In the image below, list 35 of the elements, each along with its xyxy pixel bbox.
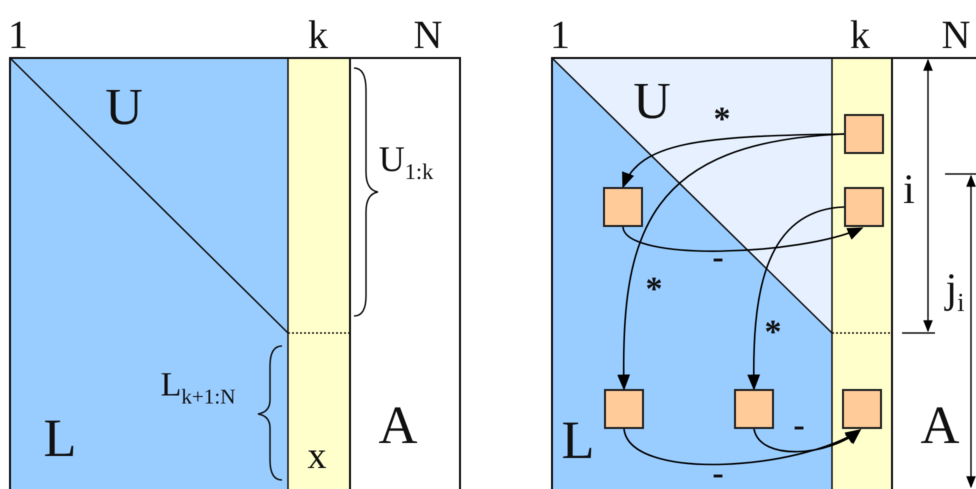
square-node [844,187,884,227]
edge-label: * [764,316,782,350]
matrix-label: k [308,15,328,55]
square-node [604,389,644,429]
matrix-label: L [562,413,594,467]
matrix-label: L [44,411,76,465]
arrow [618,133,844,391]
square-node [844,114,884,154]
arrow [623,428,862,466]
matrix-label: k [850,15,870,55]
arrow [622,226,864,252]
square-node [603,187,643,227]
matrix-label: U [105,82,143,134]
edge-label: - [793,409,805,443]
matrix-label: 1 [550,15,570,55]
square-node [842,389,882,429]
edge-label: * [714,103,730,137]
matrix-label: i [903,169,915,211]
matrix-label: N [942,15,970,55]
edge-label: * [646,273,662,307]
matrix-label: x [308,437,326,475]
edge-label: - [712,457,724,489]
matrix-label: A [378,398,418,452]
arrow [753,428,862,452]
arrow [747,206,844,391]
matrix-label: U$_{1:k}$ [378,140,434,184]
arrow [622,133,844,188]
matrix-label: 1 [8,15,28,55]
matrix-label: U [633,76,671,128]
square-node [734,389,774,429]
matrix-label: j$_{i}$ [946,268,964,316]
edge-label: - [712,241,724,275]
matrix-label: A [920,398,960,452]
matrix-label: L$_{k+1:N}$ [160,368,236,408]
matrix-label: N [414,15,442,55]
